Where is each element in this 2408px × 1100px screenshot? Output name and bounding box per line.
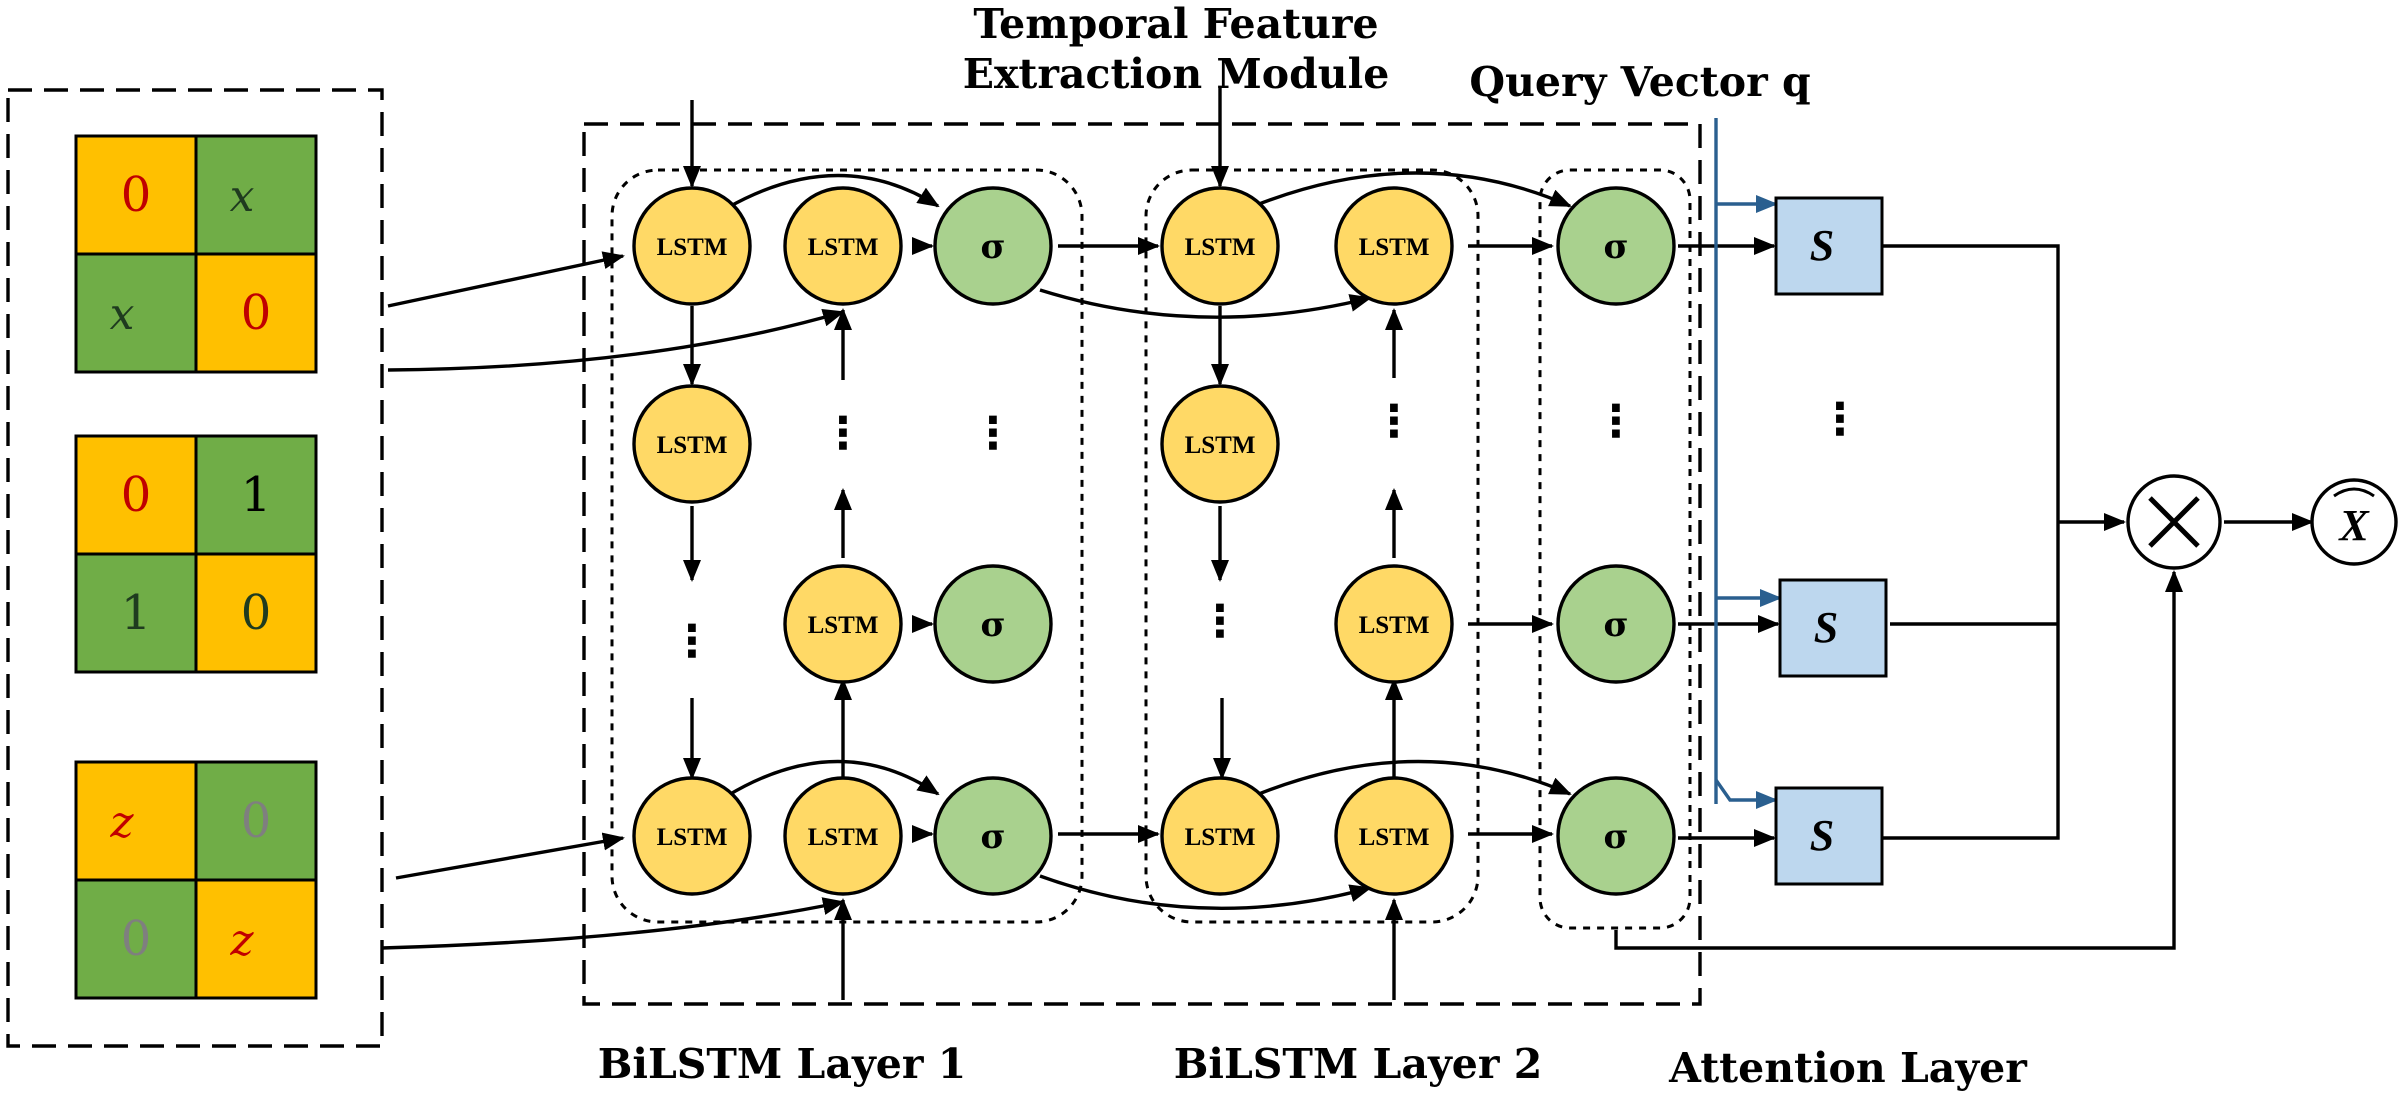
lstm-label: LSTM — [1185, 234, 1256, 261]
lstm-node: LSTM — [1160, 776, 1280, 896]
input-group-box — [6, 88, 384, 1048]
vertical-ellipsis: ⋮ — [821, 408, 865, 459]
lstm-node: LSTM — [1334, 776, 1454, 896]
matrix-cell-value: z — [109, 797, 134, 848]
hat-icon — [2333, 487, 2375, 498]
matrix-cell — [194, 878, 318, 1000]
sigma-label: σ — [1603, 817, 1628, 857]
lstm-node: LSTM — [783, 186, 903, 306]
vertical-ellipsis: ⋮ — [1198, 596, 1242, 647]
vertical-ellipsis: ⋮ — [1594, 396, 1638, 447]
matrix-cell — [194, 252, 318, 374]
sigmoid-node: σ — [933, 564, 1053, 684]
lstm-label: LSTM — [657, 824, 728, 851]
matrix-cell-value: z — [229, 915, 254, 966]
lstm-label: LSTM — [1185, 432, 1256, 459]
lstm-label: LSTM — [1185, 824, 1256, 851]
matrix-cell-value: 0 — [121, 167, 152, 223]
attention-sigma-group — [1538, 168, 1692, 930]
attention-layer-label: Attention Layer — [1668, 1044, 2028, 1092]
score-box: S — [1774, 786, 1884, 886]
matrix-cell-value: 0 — [241, 585, 272, 641]
bilstm1-forward-group — [610, 168, 1084, 924]
lstm-label: LSTM — [1359, 824, 1430, 851]
lstm-node: LSTM — [1160, 186, 1280, 306]
lstm-label: LSTM — [808, 824, 879, 851]
network-nodes: LSTM LSTM LSTM LSTM LSTM LSTM LSTM LSTM LSTM LSTM… — [632, 186, 1862, 896]
lstm-node: LSTM — [783, 776, 903, 896]
temporal-module-label-line2: Extraction Module — [963, 50, 1390, 98]
lstm-node: LSTM — [632, 776, 752, 896]
lstm-label: LSTM — [1359, 234, 1430, 261]
matrix-cell — [194, 434, 318, 556]
lstm-node: LSTM — [1160, 384, 1280, 504]
input-matrix: 0 1 1 0 — [74, 434, 318, 674]
sigma-label: σ — [980, 227, 1005, 267]
multiply-node — [2126, 474, 2222, 570]
query-vector-label: Query Vector q — [1469, 58, 1810, 106]
matrix-cell — [74, 878, 198, 1000]
lstm-node: LSTM — [1334, 186, 1454, 306]
connections — [381, 88, 2314, 1000]
vertical-ellipsis: ⋮ — [670, 616, 714, 667]
score-box: S — [1774, 196, 1884, 296]
lstm-label: LSTM — [1359, 612, 1430, 639]
matrix-cell — [74, 552, 198, 674]
matrix-cell-value: 0 — [241, 285, 272, 341]
output-node: X — [2310, 478, 2398, 566]
matrix-cell-value: 1 — [241, 467, 272, 523]
sigma-label: σ — [1603, 605, 1628, 645]
bilstm2-group — [1144, 168, 1480, 924]
score-symbol: S — [1810, 221, 1834, 270]
matrix-cell — [194, 552, 318, 674]
vertical-ellipsis: ⋮ — [1818, 394, 1862, 445]
output-symbol: X — [2337, 501, 2370, 550]
sigmoid-node: σ — [1556, 186, 1676, 306]
sigmoid-node: σ — [1556, 564, 1676, 684]
matrix-cell-value: x — [230, 171, 255, 222]
matrix-cell-value: 1 — [121, 585, 152, 641]
temporal-module-label-line1: Temporal Feature — [973, 0, 1378, 48]
sigma-label: σ — [980, 817, 1005, 857]
bilstm-layer2-label: BiLSTM Layer 2 — [1174, 1040, 1543, 1088]
score-symbol: S — [1810, 811, 1834, 860]
score-symbol: S — [1814, 603, 1838, 652]
vertical-ellipsis: ⋮ — [971, 408, 1015, 459]
score-box: S — [1778, 578, 1888, 678]
query-vector-lines — [1714, 118, 1782, 809]
sigmoid-node: σ — [1556, 776, 1676, 896]
input-matrices: 0 x x 0 0 1 1 0 z 0 0 z — [74, 134, 318, 1000]
input-matrix: 0 x x 0 — [74, 134, 318, 374]
lstm-label: LSTM — [808, 612, 879, 639]
input-matrix: z 0 0 z — [74, 760, 318, 1000]
sigma-label: σ — [980, 605, 1005, 645]
lstm-label: LSTM — [808, 234, 879, 261]
matrix-cell-value: 0 — [121, 911, 152, 967]
vertical-ellipsis: ⋮ — [1372, 396, 1416, 447]
lstm-label: LSTM — [657, 432, 728, 459]
sigmoid-node: σ — [933, 776, 1053, 896]
lstm-node: LSTM — [632, 384, 752, 504]
attention-scores: S S S — [1774, 196, 1888, 886]
matrix-cell — [194, 760, 318, 882]
matrix-cell-value: x — [110, 289, 135, 340]
lstm-node: LSTM — [632, 186, 752, 306]
sigmoid-node: σ — [933, 186, 1053, 306]
bilstm-layer1-label: BiLSTM Layer 1 — [598, 1040, 967, 1088]
sigma-label: σ — [1603, 227, 1628, 267]
matrix-cell — [194, 134, 318, 256]
lstm-node: LSTM — [1334, 564, 1454, 684]
matrix-cell-value: 0 — [241, 793, 272, 849]
temporal-module-box — [582, 122, 1702, 1006]
matrix-cell — [74, 760, 198, 882]
matrix-cell — [74, 252, 198, 374]
lstm-node: LSTM — [783, 564, 903, 684]
matrix-cell-value: 0 — [121, 467, 152, 523]
lstm-label: LSTM — [657, 234, 728, 261]
